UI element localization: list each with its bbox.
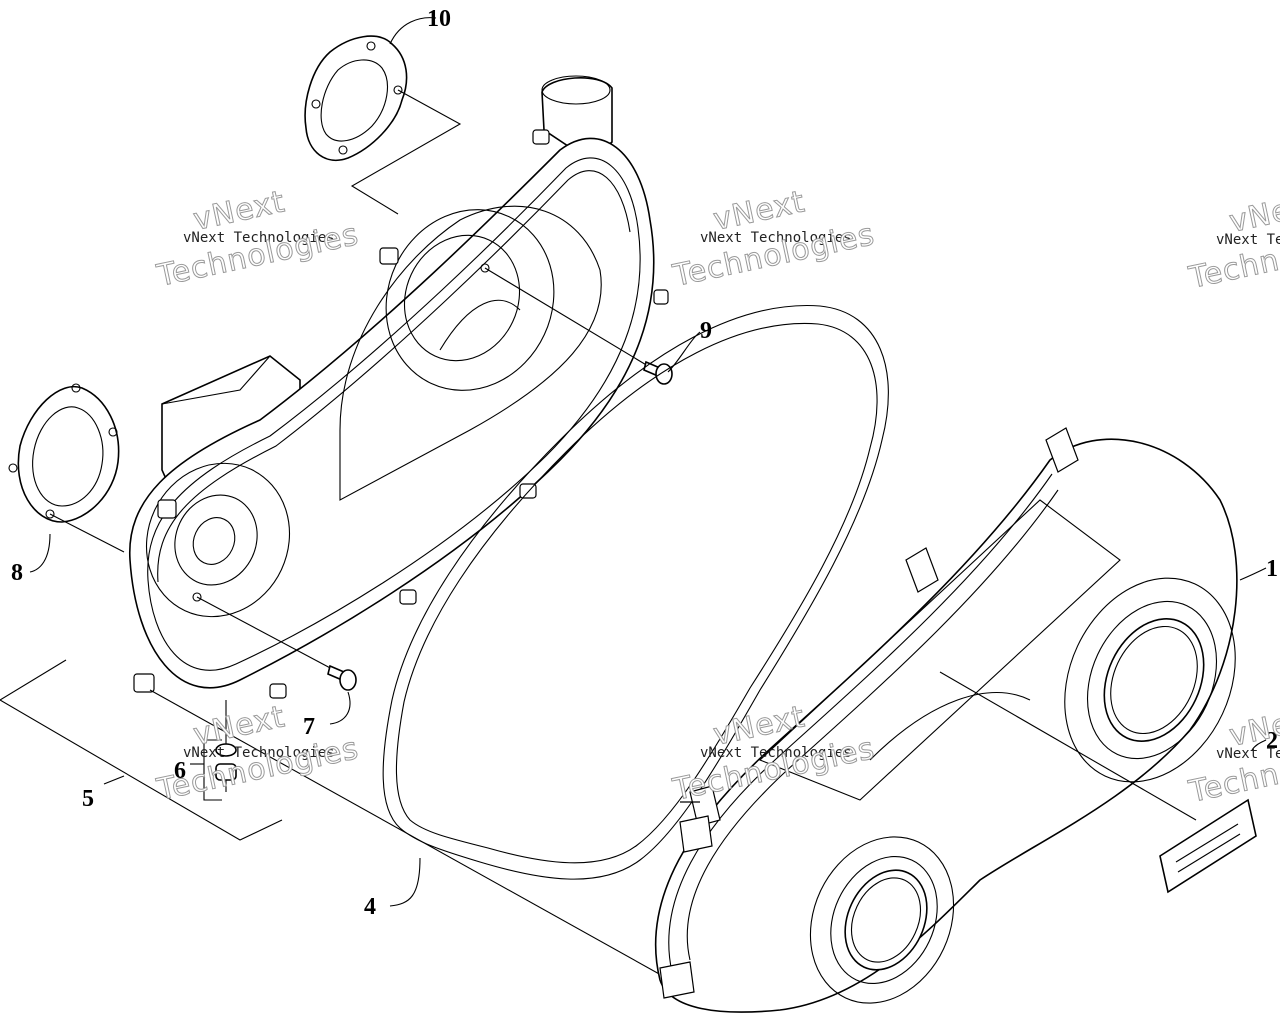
gasket-top bbox=[304, 35, 408, 162]
leader-8-label bbox=[29, 533, 51, 573]
callout-4: 4 bbox=[364, 894, 376, 920]
watermark-b: vNext vNext Technologies Technologies bbox=[669, 184, 879, 295]
svg-text:vNext Technologies: vNext Technologies bbox=[700, 230, 852, 246]
screw-7 bbox=[196, 596, 357, 725]
svg-text:vNext Technologies: vNext Technologies bbox=[700, 745, 852, 761]
leader-2-label bbox=[1251, 739, 1267, 751]
outer-cover bbox=[654, 427, 1257, 1013]
callout-5: 5 bbox=[82, 786, 94, 812]
leader-1 bbox=[1239, 567, 1267, 581]
inner-cover bbox=[129, 75, 669, 699]
watermark-c: vNext vNext Technologies Technologies bbox=[1185, 186, 1280, 297]
hardware-6 bbox=[190, 700, 237, 801]
svg-text:Technologies: Technologies bbox=[153, 217, 362, 294]
callout-1: 1 bbox=[1266, 556, 1278, 582]
bracket-5-bottom bbox=[0, 699, 283, 841]
svg-text:Technologies: Technologies bbox=[153, 731, 362, 808]
leader-4 bbox=[389, 857, 421, 907]
gasket-left bbox=[8, 383, 120, 523]
leader-5 bbox=[103, 775, 125, 785]
watermark-d: vNext vNext Technologies Technologies bbox=[153, 699, 363, 809]
watermark-a: vNext vNext Technologies Technologies bbox=[153, 184, 363, 295]
callout-7: 7 bbox=[303, 714, 315, 740]
leader-10-label bbox=[389, 17, 437, 45]
callout-6: 6 bbox=[174, 758, 186, 784]
callout-2: 2 bbox=[1266, 728, 1278, 754]
callout-10: 10 bbox=[427, 6, 451, 32]
bracket-5-top bbox=[0, 659, 67, 701]
svg-text:vNext Technologies: vNext Technologies bbox=[183, 230, 335, 246]
svg-text:Technologies: Technologies bbox=[669, 217, 878, 294]
leader-8 bbox=[49, 513, 125, 553]
svg-text:vNext Technologies: vNext Technologies bbox=[1216, 746, 1280, 762]
callout-9: 9 bbox=[700, 318, 712, 344]
svg-text:vNext Technologies: vNext Technologies bbox=[183, 745, 335, 761]
leader-2 bbox=[939, 671, 1197, 821]
leader-10 bbox=[350, 89, 462, 215]
drive-belt bbox=[382, 304, 889, 880]
callout-8: 8 bbox=[11, 560, 23, 586]
svg-text:vNext Technologies: vNext Technologies bbox=[1216, 232, 1280, 248]
